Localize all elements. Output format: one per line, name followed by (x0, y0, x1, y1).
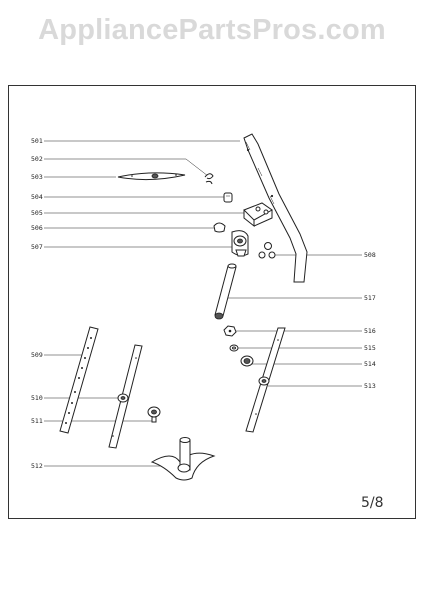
callout-511: 511 (31, 417, 43, 425)
callout-labels: 501 502 503 504 505 506 507 508 509 510 … (31, 137, 376, 470)
upper-spray-arm-503 (117, 172, 186, 181)
o-rings-508 (258, 242, 276, 259)
hub-514 (240, 355, 254, 367)
tube-517 (214, 265, 237, 317)
callout-517: 517 (364, 294, 376, 302)
diagram-frame (8, 85, 416, 519)
callout-515: 515 (364, 344, 376, 352)
callout-507: 507 (31, 243, 43, 251)
page-number: 5/8 (361, 495, 384, 511)
callout-505: 505 (31, 209, 43, 217)
callout-506: 506 (31, 224, 43, 232)
callout-502: 502 (31, 155, 43, 163)
callout-504: 504 (31, 193, 43, 201)
callout-503: 503 (31, 173, 43, 181)
callout-508: 508 (364, 251, 376, 259)
callout-510: 510 (31, 394, 43, 402)
site-watermark: AppliancePartsPros.com (38, 14, 386, 46)
callout-512: 512 (31, 462, 43, 470)
connector-504 (223, 192, 233, 203)
callout-513: 513 (364, 382, 376, 390)
valve-block-505 (243, 202, 273, 228)
leader-lines (44, 140, 362, 467)
coupling-507 (231, 230, 249, 257)
bearing-511 (147, 406, 161, 423)
spray-arm-509 (59, 326, 99, 434)
callout-501: 501 (31, 137, 43, 145)
callout-516: 516 (364, 327, 376, 335)
clip-502 (204, 173, 214, 180)
filter-cap-512 (150, 437, 216, 481)
callout-514: 514 (364, 360, 376, 368)
callout-509: 509 (31, 351, 43, 359)
nozzle-cap-506 (213, 222, 226, 233)
